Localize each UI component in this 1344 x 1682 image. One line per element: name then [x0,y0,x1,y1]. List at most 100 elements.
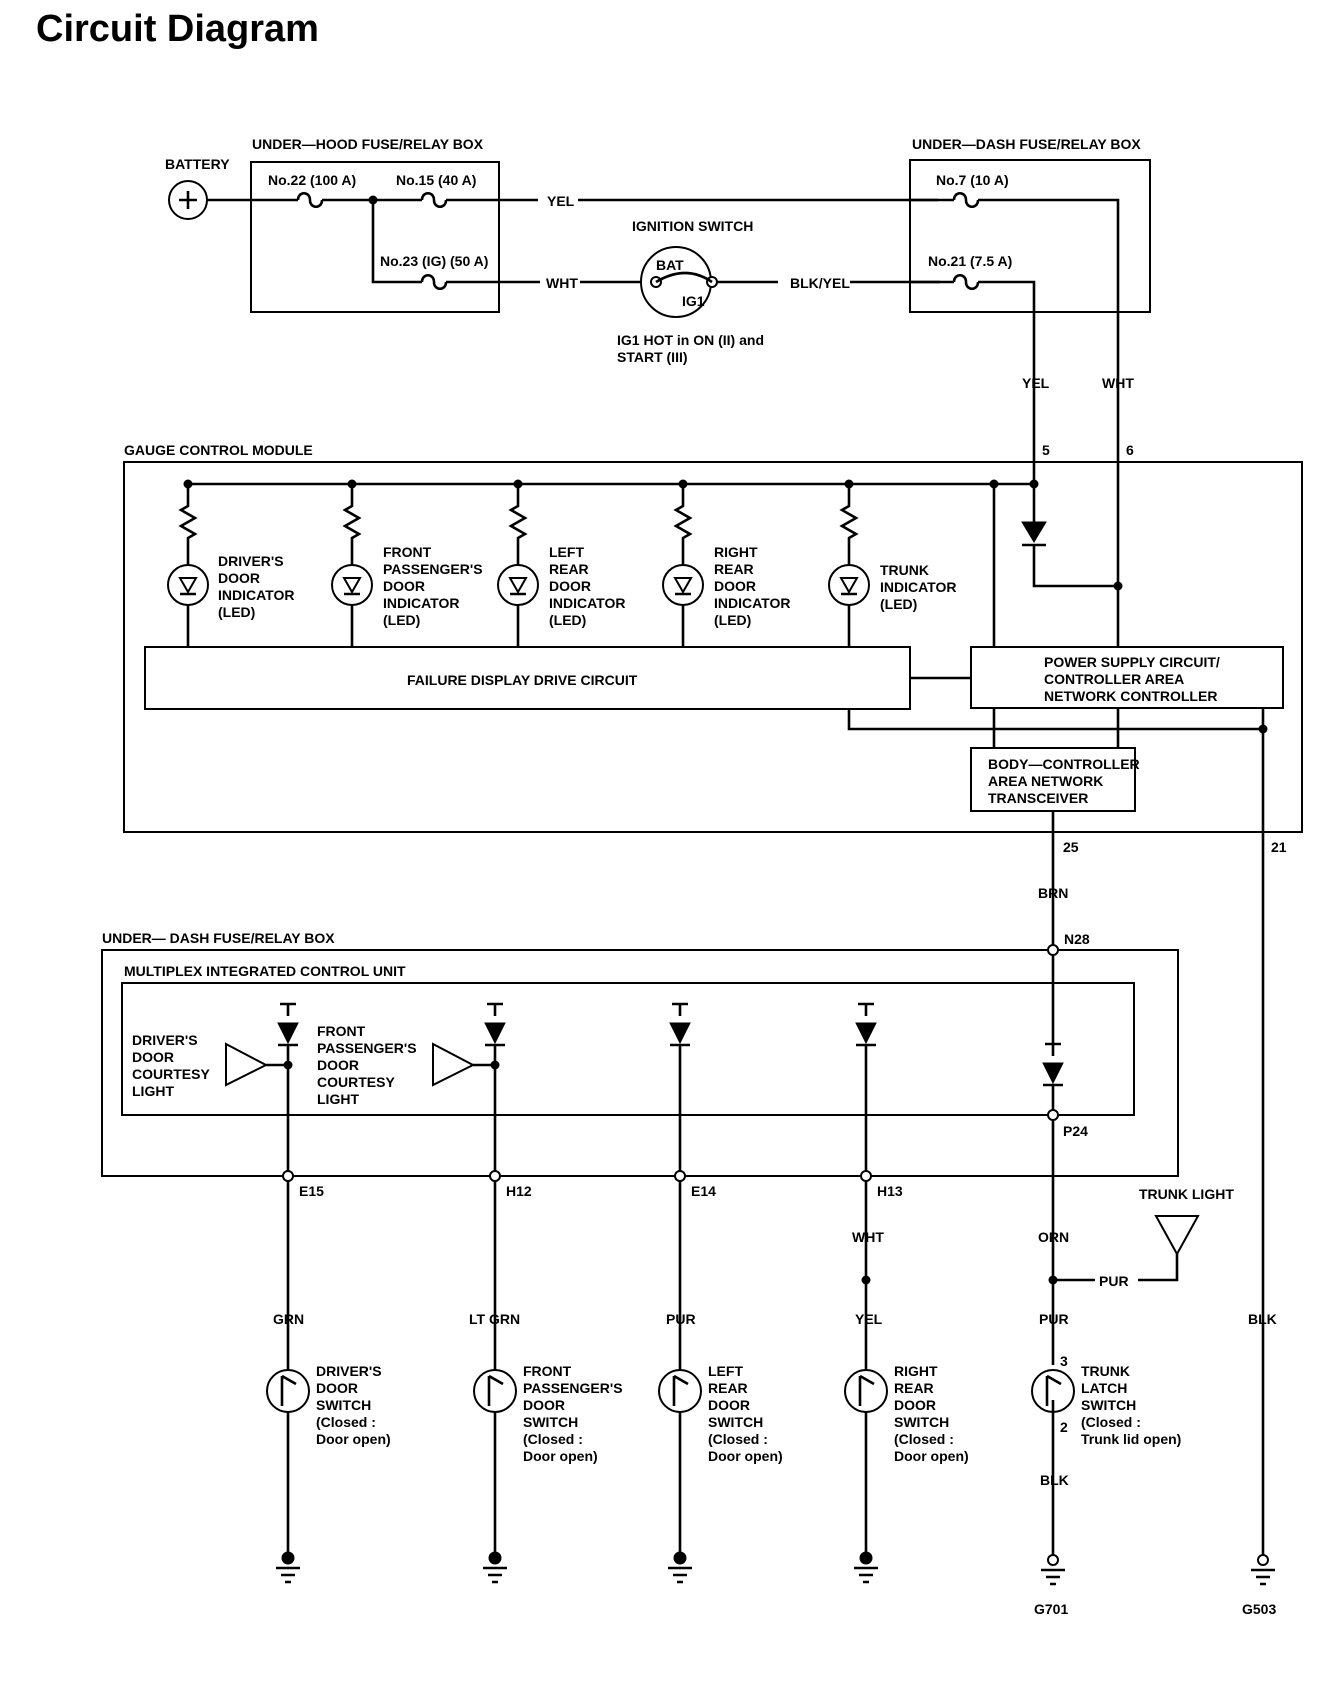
fuse-23 [412,273,460,291]
switch-label-4: DOOR [894,1397,936,1413]
ignition-switch-label: IGNITION SWITCH [632,218,753,234]
indicator-label-1: (LED) [218,604,255,620]
wire-yel-h13-label: YEL [855,1311,883,1327]
power-supply-line1: POWER SUPPLY CIRCUIT/ [1044,654,1220,670]
wire-blk-right-label: BLK [1248,1311,1277,1327]
led-diode-icon [178,577,198,595]
switch-label-4: REAR [894,1380,934,1396]
switch-label-2: SWITCH [523,1414,578,1430]
resistor-icon [342,484,362,565]
switch-label-3: REAR [708,1380,748,1396]
indicator-label-1: INDICATOR [218,587,294,603]
underdash-fuse-box-bottom [101,949,1179,1177]
ground-icon [668,1566,692,1584]
courtesy-light-label-1: COURTESY [132,1066,210,1082]
terminal-e15-label: E15 [299,1183,324,1199]
connector-pin [674,1170,686,1182]
diode-icon [1042,1062,1064,1085]
fuse-7-label: No.7 (10 A) [936,172,1009,188]
wire-wht-top-label: WHT [546,275,578,291]
latch-pin-3-label: 3 [1060,1353,1068,1369]
connector-pin [282,1170,294,1182]
gauge-control-module [123,461,1303,833]
indicator-led-row: DRIVER'SDOORINDICATOR(LED)FRONTPASSENGER… [167,479,956,647]
courtesy-light-label-2: LIGHT [317,1091,359,1107]
courtesy-light-label-1: LIGHT [132,1083,174,1099]
courtesy-light-label-2: COURTESY [317,1074,395,1090]
indicator-label-2: FRONT [383,544,432,560]
switch-label-4: RIGHT [894,1363,938,1379]
resistor-icon [839,484,859,565]
switch-label-5: SWITCH [1081,1397,1136,1413]
switch-label-5: TRUNK [1081,1363,1130,1379]
courtesy-light-label-2: DOOR [317,1057,359,1073]
indicator-label-3: INDICATOR [549,595,625,611]
indicator-label-2: INDICATOR [383,595,459,611]
latch-pin-2-label: 2 [1060,1419,1068,1435]
ground-terminal [673,1551,687,1565]
wire-pur-trunk-label: PUR [1099,1273,1129,1289]
switch-label-1: SWITCH [316,1397,371,1413]
indicator-label-2: PASSENGER'S [383,561,483,577]
switch-label-3: Door open) [708,1448,783,1464]
door-switch-icon [266,1369,310,1413]
underdash-box-bottom-label: UNDER— DASH FUSE/RELAY BOX [102,930,335,946]
terminal-5-label: 5 [1042,442,1050,458]
fuse-15-label: No.15 (40 A) [396,172,476,188]
connector-pin [489,1170,501,1182]
diode-icon [669,1022,691,1045]
ground-icon [483,1566,507,1584]
terminal-p24-label: P24 [1063,1123,1088,1139]
terminal-n28-label: N28 [1064,931,1090,947]
wire-blk-yel-label: BLK/YEL [790,275,850,291]
ground-g701-label: G701 [1034,1601,1068,1617]
wire-yel-down-label: YEL [1022,375,1050,391]
underhood-box-label: UNDER—HOOD FUSE/RELAY BOX [252,136,484,152]
ground-g701-icon [1041,1568,1065,1586]
indicator-label-3: DOOR [549,578,591,594]
switch-label-3: SWITCH [708,1414,763,1430]
courtesy-light-label-1: DOOR [132,1049,174,1065]
switch-label-2: FRONT [523,1363,572,1379]
connector-pin [860,1170,872,1182]
switch-label-4: SWITCH [894,1414,949,1430]
fuse-23-label: No.23 (IG) (50 A) [380,253,488,269]
door-switch-icon [844,1369,888,1413]
indicator-label-1: DOOR [218,570,260,586]
switch-label-2: DOOR [523,1397,565,1413]
wire-grn-label: GRN [273,1311,304,1327]
terminal-h12-label: H12 [506,1183,532,1199]
connector-p24 [1047,1109,1059,1121]
ground-g503-label: G503 [1242,1601,1276,1617]
ground-g503-icon [1251,1568,1275,1586]
switch-label-4: (Closed : [894,1431,954,1447]
resistor-icon [508,484,528,565]
ig1-note-line2: START (III) [617,349,688,365]
bcan-line3: TRANSCEIVER [988,790,1088,806]
door-switch-icon [473,1369,517,1413]
indicator-label-4: RIGHT [714,544,758,560]
driver-courtesy-light-symbol [225,1042,269,1087]
switch-label-1: DOOR [316,1380,358,1396]
ground-icon [276,1566,300,1584]
indicator-label-3: (LED) [549,612,586,628]
indicator-label-3: REAR [549,561,589,577]
wire-yel-top-label: YEL [547,193,575,209]
indicator-label-5: TRUNK [880,562,929,578]
ig1-terminal-label: IG1 [682,293,705,309]
switch-label-1: (Closed : [316,1414,376,1430]
ground-g503-terminal [1257,1554,1269,1566]
indicator-label-1: DRIVER'S [218,553,284,569]
switch-label-1: Door open) [316,1431,391,1447]
connector-n28 [1047,944,1059,956]
courtesy-light-label-2: PASSENGER'S [317,1040,417,1056]
failure-circuit-label: FAILURE DISPLAY DRIVE CIRCUIT [407,672,638,688]
wire-blk-latch-label: BLK [1040,1472,1069,1488]
underdash-box-top-label: UNDER—DASH FUSE/RELAY BOX [912,136,1141,152]
power-supply-line3: NETWORK CONTROLLER [1044,688,1217,704]
wire-brn-label: BRN [1038,885,1068,901]
switch-label-3: DOOR [708,1397,750,1413]
fuse-15 [412,191,460,209]
gauge-module-label: GAUGE CONTROL MODULE [124,442,313,458]
courtesy-light-label-1: DRIVER'S [132,1032,198,1048]
